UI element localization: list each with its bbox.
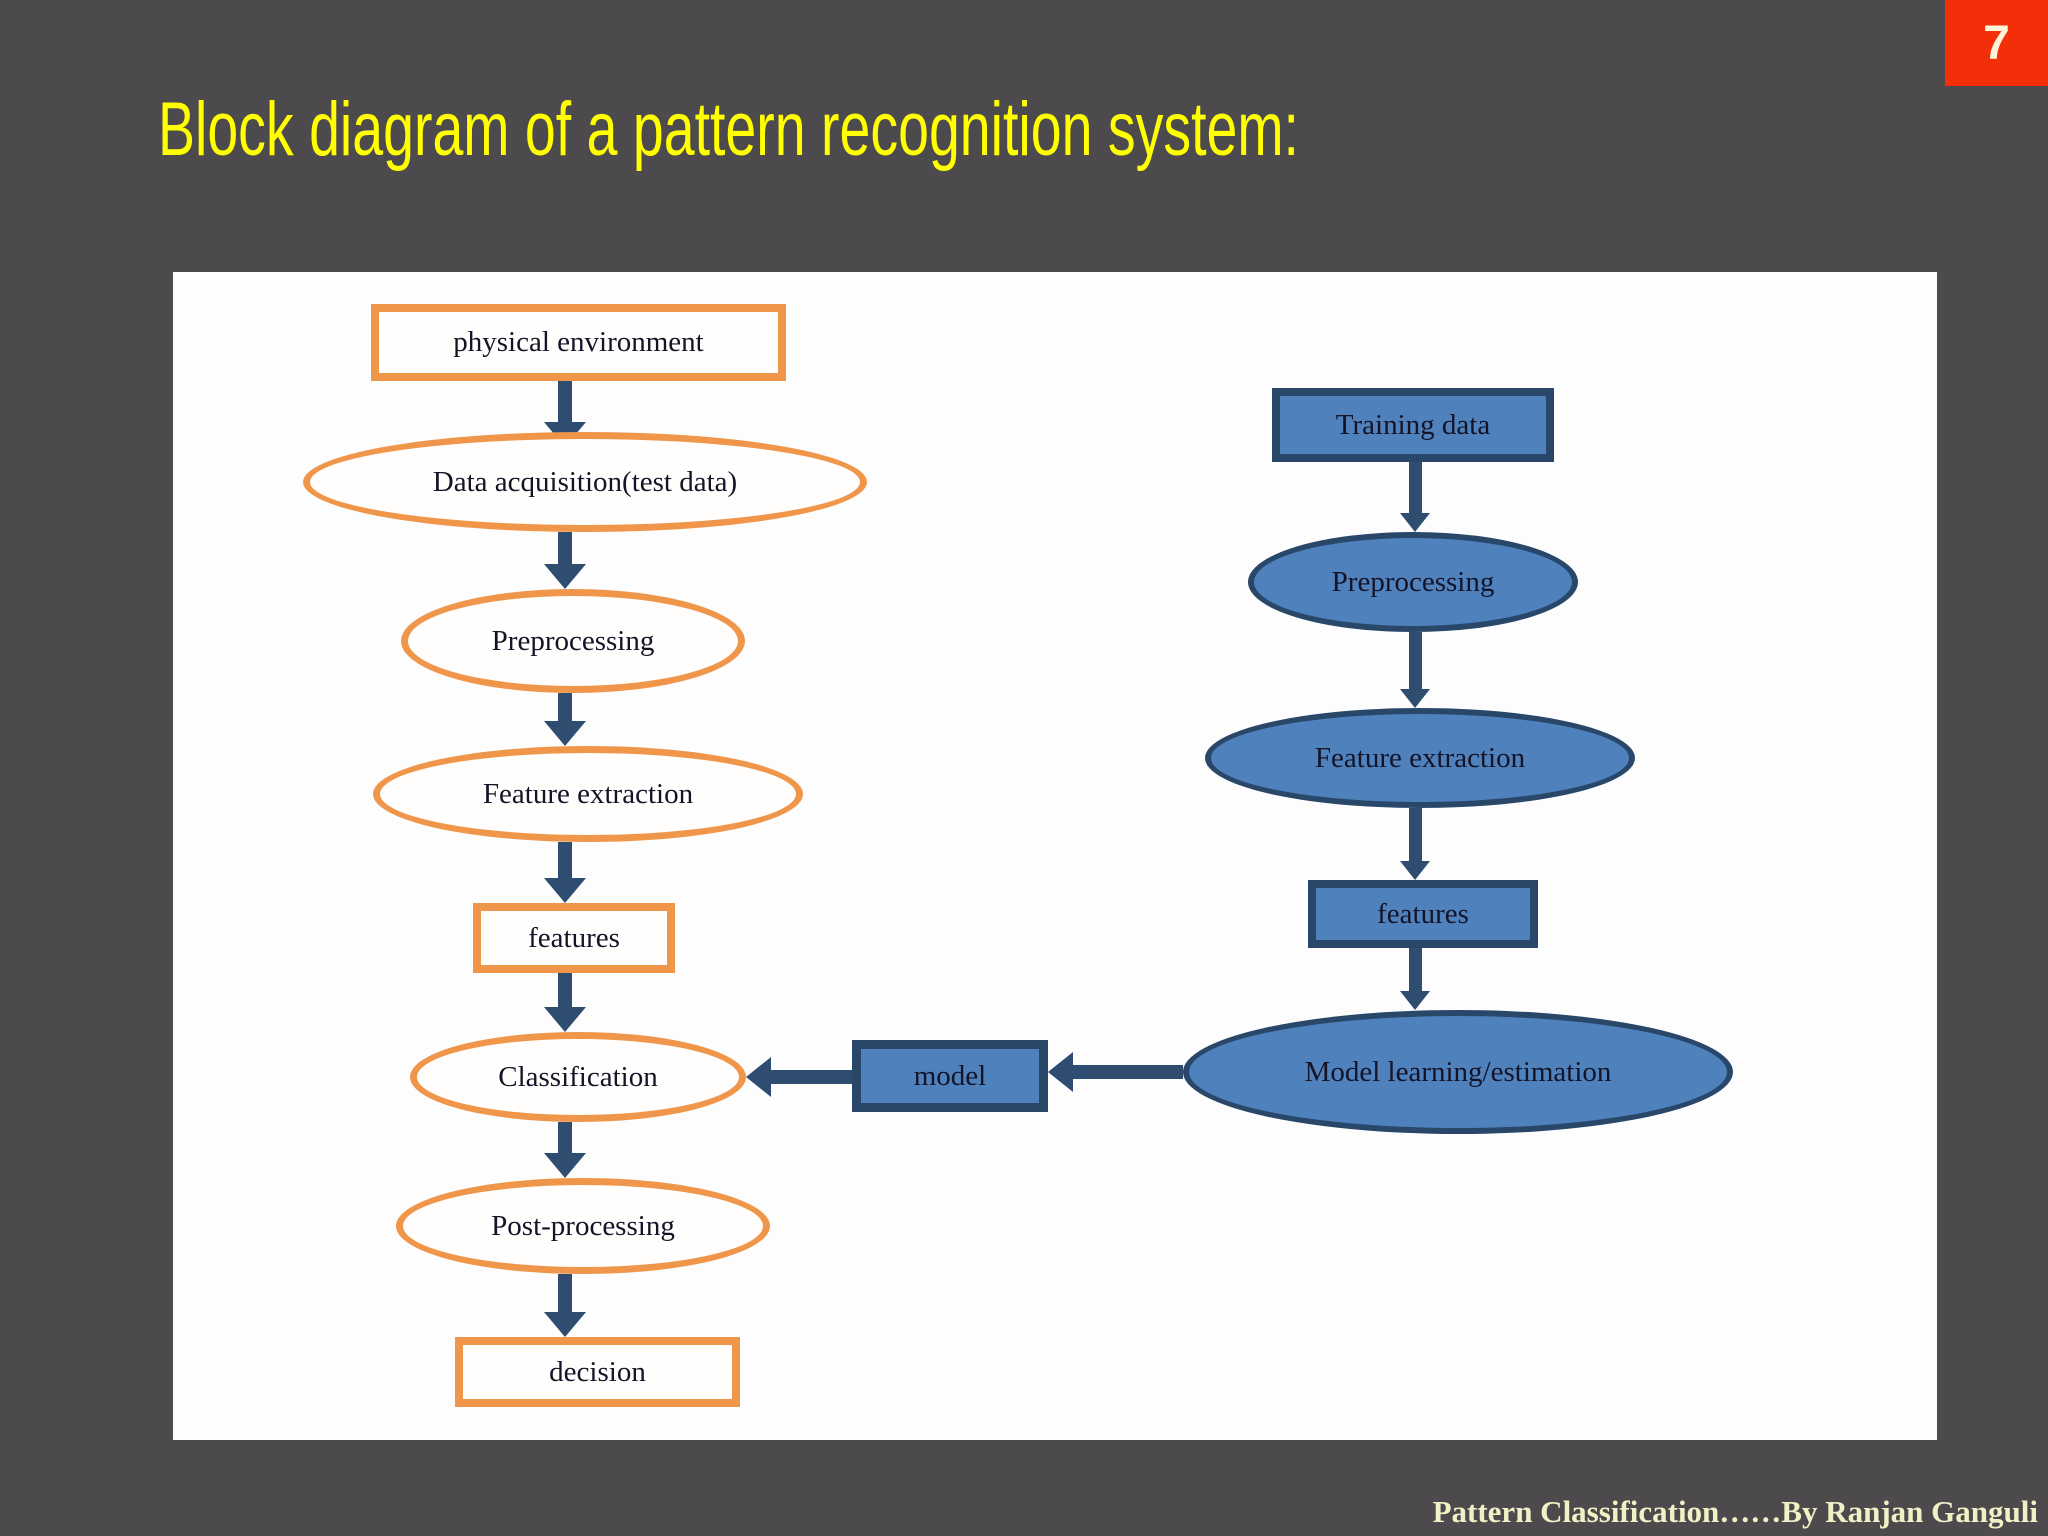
node-feature-extraction-test-label: Feature extraction [482, 777, 694, 810]
arrow-head-down-icon [544, 1312, 586, 1337]
arrow-shaft [558, 1274, 572, 1312]
node-post-processing-label: Post-processing [491, 1209, 675, 1242]
arrow-training-to-preprocessing [1393, 462, 1437, 532]
arrow-shaft [1408, 632, 1422, 689]
arrow-shaft [1073, 1065, 1183, 1079]
node-features-test: features [473, 903, 675, 973]
arrow-shaft [558, 842, 572, 878]
node-model-learning-estimation: Model learning/estimation [1183, 1010, 1733, 1134]
arrow-head-down-icon [544, 1153, 586, 1178]
arrow-preprocessing-to-feature-training [1393, 632, 1437, 708]
node-classification-label: Classification [498, 1060, 658, 1093]
arrow-head-down-icon [1400, 689, 1430, 708]
node-training-data-label: Training data [1335, 408, 1491, 441]
arrow-feature-to-features-training [1393, 808, 1437, 880]
arrow-head-down-icon [544, 878, 586, 903]
node-model-label: model [913, 1059, 987, 1092]
arrow-shaft [558, 532, 572, 564]
arrow-head-down-icon [1400, 513, 1430, 532]
node-training-data: Training data [1272, 388, 1554, 462]
node-post-processing: Post-processing [396, 1178, 770, 1274]
arrow-modellearning-to-model [1048, 1052, 1183, 1092]
arrow-feature-to-features [543, 842, 587, 903]
arrow-head-down-icon [544, 564, 586, 589]
slide-title: Block diagram of a pattern recognition s… [158, 87, 1299, 172]
arrow-postprocessing-to-decision [543, 1274, 587, 1337]
arrow-shaft [1408, 948, 1422, 991]
arrow-features-to-classification [543, 973, 587, 1032]
node-features-training-label: features [1377, 897, 1469, 930]
arrow-preprocessing-to-feature [543, 693, 587, 746]
arrow-shaft [771, 1070, 852, 1084]
node-preprocessing-training: Preprocessing [1248, 532, 1578, 632]
diagram-panel: physical environment Data acquisition(te… [173, 272, 1937, 1440]
page-number-badge: 7 [1945, 0, 2048, 86]
node-data-acquisition: Data acquisition(test data) [303, 432, 867, 532]
node-physical-environment: physical environment [371, 304, 786, 381]
page-number: 7 [1983, 16, 2010, 70]
node-decision: decision [455, 1337, 740, 1407]
arrow-classification-to-postprocessing [543, 1122, 587, 1178]
footer-credit: Pattern Classification……By Ranjan Gangul… [1432, 1494, 2038, 1529]
arrow-head-down-icon [1400, 991, 1430, 1010]
node-features-training: features [1308, 880, 1538, 948]
node-decision-label: decision [549, 1355, 646, 1388]
node-physical-environment-label: physical environment [453, 326, 704, 359]
arrow-head-down-icon [544, 1007, 586, 1032]
node-model-learning-estimation-label: Model learning/estimation [1304, 1055, 1612, 1088]
arrow-shaft [558, 381, 572, 422]
node-data-acquisition-label: Data acquisition(test data) [432, 465, 738, 498]
node-feature-extraction-test: Feature extraction [373, 746, 803, 842]
node-features-test-label: features [528, 921, 620, 954]
arrow-shaft [558, 973, 572, 1007]
arrow-model-to-classification [746, 1057, 852, 1097]
arrow-head-left-icon [746, 1057, 771, 1097]
node-preprocessing-training-label: Preprocessing [1331, 565, 1495, 598]
node-preprocessing-test-label: Preprocessing [491, 624, 655, 657]
node-feature-extraction-training: Feature extraction [1205, 708, 1635, 808]
node-feature-extraction-training-label: Feature extraction [1314, 741, 1526, 774]
arrow-shaft [558, 1122, 572, 1153]
arrow-acquisition-to-preprocessing [543, 532, 587, 589]
arrow-features-to-model-learning [1393, 948, 1437, 1010]
arrow-shaft [1408, 462, 1422, 513]
arrow-shaft [1408, 808, 1422, 861]
arrow-head-down-icon [1400, 861, 1430, 880]
node-model: model [852, 1040, 1048, 1112]
arrow-head-down-icon [544, 721, 586, 746]
node-classification: Classification [410, 1032, 746, 1122]
arrow-head-left-icon [1048, 1052, 1073, 1092]
node-preprocessing-test: Preprocessing [401, 589, 745, 693]
arrow-shaft [558, 693, 572, 721]
